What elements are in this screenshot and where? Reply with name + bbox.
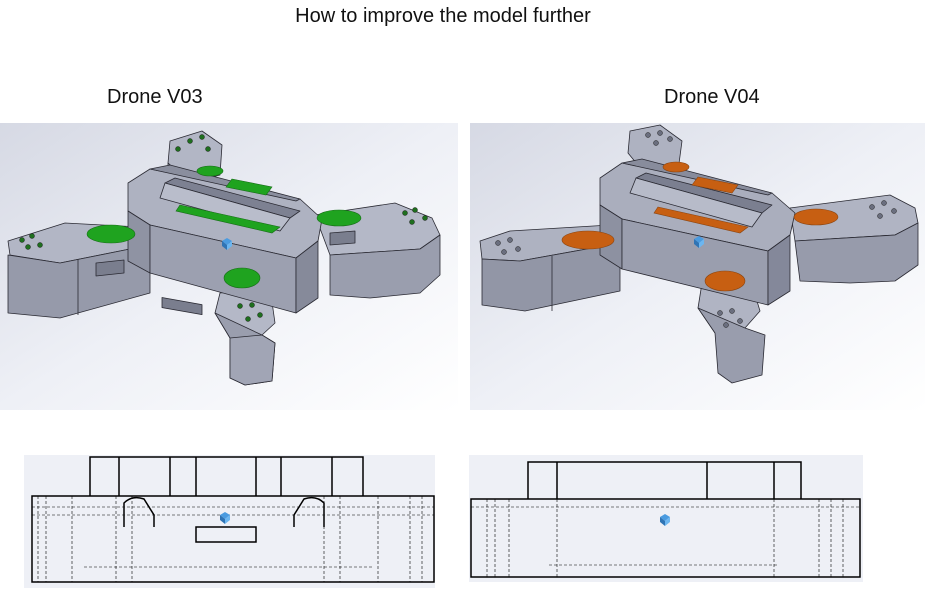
origin-marker-icon — [220, 512, 230, 524]
page-title: How to improve the model further — [295, 5, 591, 27]
motor-pad-group — [86, 165, 362, 289]
pad-front — [704, 270, 746, 292]
origin-marker-icon — [694, 236, 704, 248]
drone-v04-isometric-view — [470, 123, 925, 410]
origin-marker-icon — [660, 514, 670, 526]
pad-back — [662, 161, 690, 173]
drone-v03-isometric-view — [0, 123, 458, 410]
pad-left — [86, 224, 136, 244]
strip-top — [691, 176, 739, 194]
pad-right — [316, 209, 362, 227]
drone-v03-side-view — [24, 455, 435, 588]
origin-marker-icon — [222, 238, 232, 250]
pad-front — [223, 267, 261, 289]
pad-left — [561, 230, 615, 250]
drone-v04-side-view — [469, 455, 863, 582]
motor-pad-group — [561, 161, 839, 292]
strip-bottom — [653, 206, 749, 234]
strip-bottom — [175, 204, 281, 234]
pad-back — [196, 165, 224, 177]
drone-v04-label: Drone V04 — [664, 86, 760, 108]
drone-v03-label: Drone V03 — [107, 86, 203, 108]
strip-top — [225, 178, 273, 196]
pad-right — [793, 208, 839, 226]
